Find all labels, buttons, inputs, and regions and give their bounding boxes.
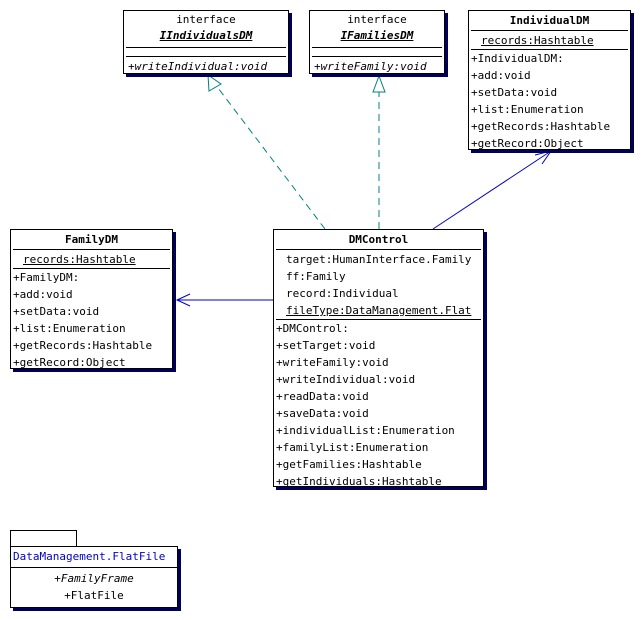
dmcontrol-op: +setTarget:void [276, 339, 376, 352]
familydm-op: +setData:void [13, 305, 100, 318]
ifamiliesdm-divider [312, 47, 442, 48]
ifamiliesdm-name: IFamiliesDM [340, 29, 414, 42]
realization-arrowhead-ifamilies [372, 74, 386, 93]
dmcontrol-attr: fileType:DataManagement.Flat [286, 304, 472, 317]
dmcontrol-op: +writeIndividual:void [276, 373, 416, 386]
familydm-name: FamilyDM [65, 233, 118, 246]
familydm-op: +getRecord:Object [13, 356, 126, 369]
realization-arrowhead-iindividuals [207, 74, 222, 92]
individualdm-op: +IndividualDM: [471, 52, 564, 65]
package-tab [10, 530, 77, 546]
dmcontrol-name-divider [276, 249, 481, 250]
dmcontrol-op: +individualList:Enumeration [276, 424, 455, 437]
familydm-class-box[interactable]: FamilyDM records:Hashtable +FamilyDM: +a… [10, 229, 173, 369]
ifamiliesdm-divider-2 [312, 56, 442, 57]
familydm-op: +getRecords:Hashtable [13, 339, 153, 352]
package-item: +FamilyFrame [54, 572, 134, 585]
individualdm-name: IndividualDM [509, 14, 590, 27]
ifamiliesdm-op: +writeFamily:void [314, 60, 427, 73]
familydm-name-divider [13, 249, 170, 250]
association-arrowhead-individualdm [534, 150, 553, 165]
package-item: +FlatFile [64, 589, 124, 602]
association-arrowhead-familydm [175, 293, 191, 307]
dmcontrol-attr: ff:Family [286, 270, 346, 283]
ifamiliesdm-interface-box[interactable]: interface IFamiliesDM +writeFamily:void [309, 10, 445, 74]
familydm-attr: records:Hashtable [23, 253, 136, 266]
individualdm-op: +setData:void [471, 86, 558, 99]
dmcontrol-op: +familyList:Enumeration [276, 441, 429, 454]
dmcontrol-op: +readData:void [276, 390, 369, 403]
dmcontrol-class-box[interactable]: DMControl target:HumanInterface.Family f… [273, 229, 484, 487]
individualdm-op: +list:Enumeration [471, 103, 584, 116]
dmcontrol-attr: target:HumanInterface.Family [286, 253, 472, 266]
individualdm-attr-divider [471, 49, 628, 50]
dmcontrol-name: DMControl [348, 233, 409, 246]
individualdm-op: +add:void [471, 69, 531, 82]
individualdm-op: +getRecord:Object [471, 137, 584, 150]
ifamiliesdm-stereotype: interface [347, 13, 407, 26]
individualdm-op: +getRecords:Hashtable [471, 120, 611, 133]
package-name: DataManagement.FlatFile [11, 547, 177, 568]
realization-line-iindividuals [214, 83, 326, 230]
iindividualsdm-op: +writeIndividual:void [128, 60, 268, 73]
iindividualsdm-name: IIndividualsDM [159, 29, 253, 42]
package-box[interactable]: DataManagement.FlatFile +FamilyFrame +Fl… [10, 546, 178, 608]
familydm-op: +FamilyDM: [13, 271, 80, 284]
dmcontrol-attr-divider [276, 319, 481, 320]
dmcontrol-op: +saveData:void [276, 407, 369, 420]
iindividualsdm-divider-2 [126, 56, 286, 57]
iindividualsdm-interface-box[interactable]: interface IIndividualsDM +writeIndividua… [123, 10, 289, 74]
dmcontrol-attr: record:Individual [286, 287, 399, 300]
dmcontrol-op: +writeFamily:void [276, 356, 389, 369]
dmcontrol-op: +getIndividuals:Hashtable [276, 475, 442, 487]
individualdm-name-divider [471, 30, 628, 31]
dmcontrol-op: +DMControl: [276, 322, 349, 335]
association-line-individualdm [432, 150, 552, 230]
familydm-attr-divider [13, 268, 170, 269]
iindividualsdm-divider [126, 47, 286, 48]
individualdm-class-box[interactable]: IndividualDM records:Hashtable +Individu… [468, 10, 631, 150]
familydm-op: +add:void [13, 288, 73, 301]
dmcontrol-op: +getFamilies:Hashtable [276, 458, 422, 471]
individualdm-attr: records:Hashtable [481, 34, 594, 47]
familydm-op: +list:Enumeration [13, 322, 126, 335]
iindividualsdm-stereotype: interface [176, 13, 236, 26]
